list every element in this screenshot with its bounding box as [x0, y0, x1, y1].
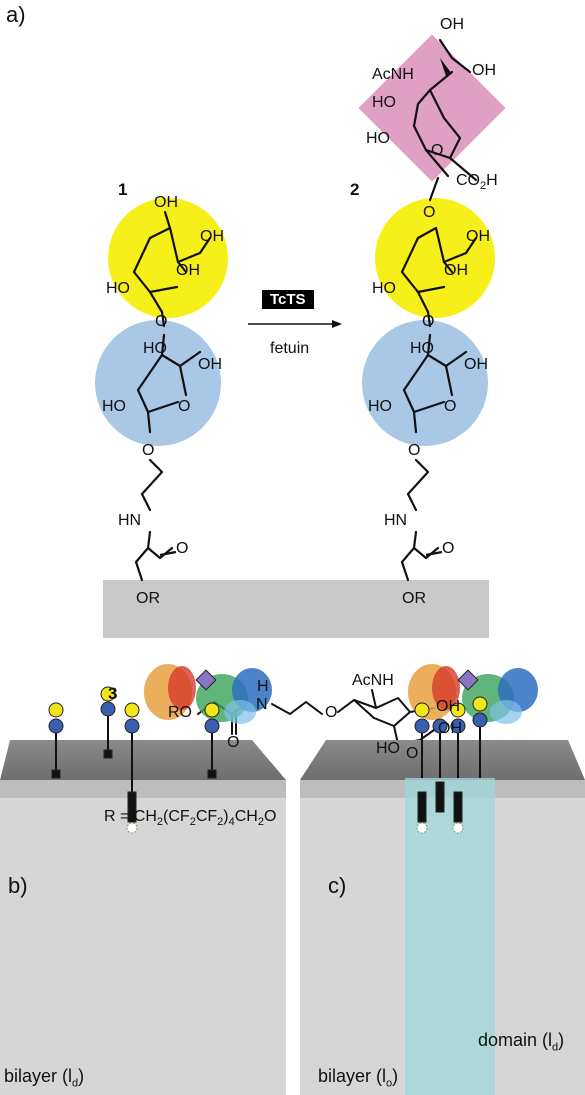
- c2-hn: HN: [384, 512, 408, 529]
- c1-o-linker: O: [142, 442, 155, 459]
- c3-oh-2: OH: [438, 720, 462, 737]
- c3-ring-o: O: [406, 745, 419, 762]
- enzyme-label: TcTS: [262, 290, 314, 309]
- c1-ho-glc: HO: [143, 340, 167, 357]
- c2-ho-sia-2: HO: [366, 130, 390, 147]
- panel-label-b: b): [8, 873, 28, 898]
- c1-oh-top: OH: [154, 194, 178, 211]
- c2-o-link-1: O: [423, 204, 436, 221]
- bilayer-top-c: [300, 740, 585, 780]
- glycan-nodes-c: [414, 696, 488, 834]
- c2-oh-gal-right: OH: [466, 228, 490, 245]
- bilayer-label-b: bilayer (ld): [4, 1066, 85, 1090]
- glycan-nodes-b: [48, 686, 220, 834]
- c2-oh-side: OH: [472, 62, 496, 79]
- c2-co2h: CO2H: [456, 172, 498, 193]
- bilayer-label-c: bilayer (lo): [318, 1066, 399, 1090]
- sialic-node-c: [457, 669, 479, 691]
- tcts-protein-b: [144, 664, 272, 724]
- c1-ho-left: HO: [106, 280, 130, 297]
- c3-ro: RO: [168, 704, 192, 721]
- domain-label: domain (ld): [478, 1030, 565, 1054]
- c1-or: OR: [136, 590, 160, 607]
- compound-number-3: 3: [108, 684, 118, 703]
- c3-oh-1: OH: [436, 698, 460, 715]
- c1-ho-glc-2: HO: [102, 398, 126, 415]
- compound-number-1: 1: [118, 180, 128, 199]
- trisaccharide-bonds-2: [400, 38, 478, 582]
- r-definition: R = CH2(CF2CF2)4CH2O: [104, 808, 277, 829]
- c2-acnh: AcNH: [372, 66, 414, 83]
- c3-o-ether: O: [325, 704, 338, 721]
- c2-ho-glc-2: HO: [368, 398, 392, 415]
- c1-oh-glc: OH: [198, 356, 222, 373]
- c2-o-linker: O: [408, 442, 421, 459]
- cofactor-label: fetuin: [270, 340, 310, 357]
- tcts-protein-c: [408, 664, 538, 724]
- c2-oh-top: OH: [440, 16, 464, 33]
- c2-o-link-2: O: [422, 313, 435, 330]
- c3-acnh: AcNH: [352, 672, 394, 689]
- sialic-node-b: [195, 669, 217, 691]
- c2-oh-glc: OH: [464, 356, 488, 373]
- c2-ring-o-sia: O: [431, 142, 444, 159]
- glucose-circle-1: [95, 320, 221, 446]
- c3-carbonyl-o: O: [227, 734, 240, 751]
- c2-ho-glc: HO: [410, 340, 434, 357]
- c1-oh-mid: OH: [176, 262, 200, 279]
- glucose-circle-2: [362, 320, 488, 446]
- galactose-circle-1: [108, 198, 228, 318]
- bilayer-top-b: [0, 740, 286, 780]
- c1-o-link: O: [155, 313, 168, 330]
- c2-or: OR: [402, 590, 426, 607]
- c2-carbonyl-o: O: [442, 540, 455, 557]
- c1-ring-o: O: [178, 398, 191, 415]
- wedge-bond-sialic: [440, 58, 452, 76]
- gold-surface: [103, 580, 489, 638]
- c2-oh-gal-mid: OH: [444, 262, 468, 279]
- panel-label-c: c): [328, 873, 347, 898]
- compound-number-2: 2: [350, 180, 360, 199]
- galactose-circle-2: [375, 198, 495, 318]
- glycolipids-c: [421, 720, 481, 778]
- c3-n: N: [256, 696, 268, 713]
- c2-ring-o-glc: O: [444, 398, 457, 415]
- c3-ho: HO: [376, 740, 400, 757]
- reaction-arrowhead: [332, 320, 342, 328]
- c1-oh-right: OH: [200, 228, 224, 245]
- c2-ho-gal: HO: [372, 280, 396, 297]
- c1-hn: HN: [118, 512, 142, 529]
- carbonyl-bond-1: [159, 550, 177, 557]
- c2-ho-sia-1: HO: [372, 94, 396, 111]
- bilayer-lower-b: [0, 798, 286, 1095]
- c3-h: H: [257, 678, 269, 695]
- bilayer-side-b: [0, 780, 286, 798]
- panel-label-a: a): [6, 2, 26, 27]
- carbonyl-bond-2: [425, 550, 443, 557]
- c1-carbonyl-o: O: [176, 540, 189, 557]
